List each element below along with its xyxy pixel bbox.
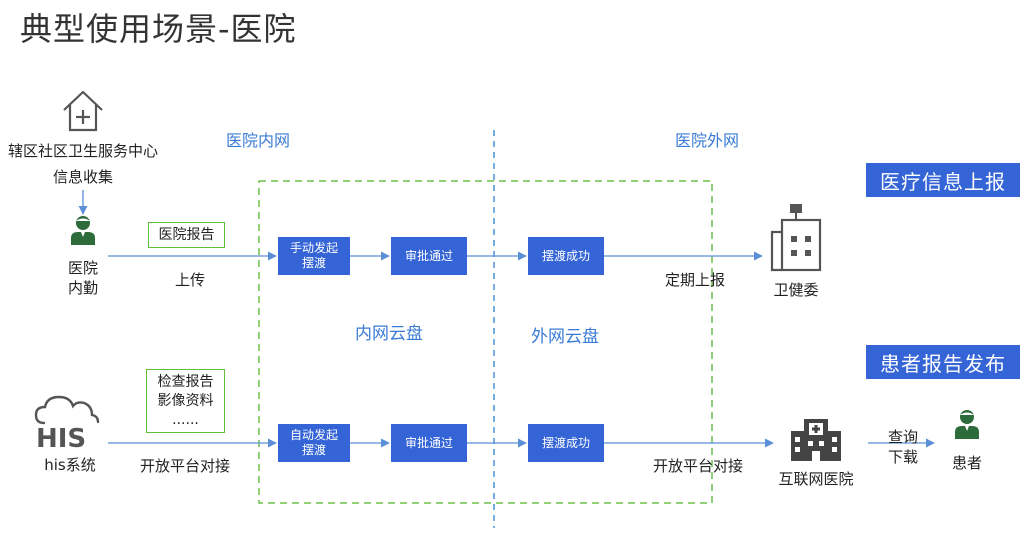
collect-label: 信息收集	[52, 168, 113, 186]
hospital-icon	[791, 419, 841, 461]
step-ferry-success-bottom: 摆渡成功	[528, 424, 604, 462]
internet-hospital-label: 互联网医院	[778, 470, 854, 488]
periodic-report-label: 定期上报	[664, 271, 725, 289]
doc-box-exam-report: 检查报告 影像资料 ......	[146, 369, 225, 433]
patient-person-icon	[955, 410, 979, 439]
cloud-zone-border	[258, 180, 713, 504]
building-icon	[770, 204, 822, 272]
his-system-label: his系统	[44, 456, 96, 474]
doc-box-hospital-report: 医院报告	[148, 222, 225, 248]
staff-person-icon	[71, 216, 95, 245]
community-center-label: 辖区社区卫生服务中心	[7, 142, 158, 160]
his-cloud-icon: HIS	[34, 395, 100, 451]
step-manual-ferry: 手动发起 摆渡	[278, 237, 350, 275]
step-approved-top: 审批通过	[391, 237, 467, 275]
cloud-label-external: 外网云盘	[531, 327, 599, 347]
house-plus-icon	[63, 90, 103, 132]
step-approved-bottom: 审批通过	[391, 424, 467, 462]
zone-label-external: 医院外网	[675, 131, 740, 150]
page-title: 典型使用场景-医院	[20, 10, 297, 48]
patient-label: 患者	[951, 454, 982, 472]
step-auto-ferry: 自动发起 摆渡	[278, 424, 350, 462]
query-download-label: 查询 下载	[887, 428, 918, 466]
badge-patient-report: 患者报告发布	[866, 345, 1020, 379]
open-platform-right-label: 开放平台对接	[652, 457, 743, 475]
health-commission-label: 卫健委	[773, 281, 819, 299]
his-logo-text: HIS	[36, 424, 86, 451]
cloud-label-internal: 内网云盘	[355, 324, 423, 344]
zone-label-internal: 医院内网	[226, 131, 291, 150]
upload-label: 上传	[174, 271, 205, 289]
badge-medical-report: 医疗信息上报	[866, 163, 1020, 197]
step-ferry-success-top: 摆渡成功	[528, 237, 604, 275]
staff-label: 医院 内勤	[67, 259, 98, 297]
open-platform-left-label: 开放平台对接	[139, 457, 230, 475]
